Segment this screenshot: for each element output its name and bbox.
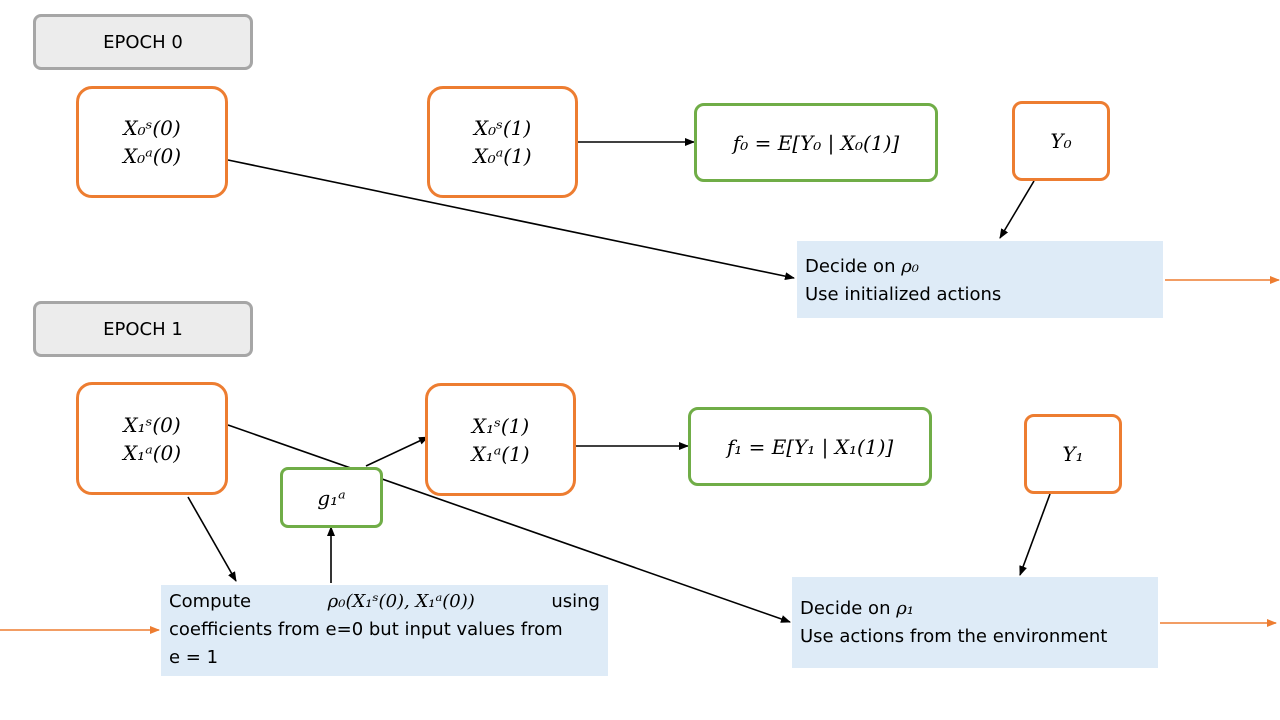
epoch1-f-box: f₁ = E[Y₁ | X₁(1)] — [688, 407, 932, 486]
epoch1-decide-line1: Decide on ρ₁ — [800, 595, 1150, 623]
compute-formula: ρ₀(X₁ˢ(0), X₁ᵃ(0)) — [327, 591, 475, 612]
epoch1-f-formula: f₁ = E[Y₁ | X₁(1)] — [726, 434, 894, 459]
epoch1-state-box: X₁ˢ(0) X₁ᵃ(0) — [76, 382, 228, 495]
epoch1-next-state-box: X₁ˢ(1) X₁ᵃ(1) — [425, 383, 576, 496]
arrow-x1-state-to-compute — [187, 496, 237, 582]
epoch0-state-box: X₀ˢ(0) X₀ᵃ(0) — [76, 86, 228, 198]
epoch1-compute-line2: coefficients from e=0 but input values f… — [169, 619, 563, 640]
compute-using-word: using — [551, 591, 600, 612]
compute-word: Compute — [169, 591, 252, 612]
arrow-x0-state-to-decide0 — [227, 159, 795, 281]
epoch1-y-label: Y₁ — [1062, 442, 1084, 466]
epoch1-y-box: Y₁ — [1024, 414, 1122, 494]
epoch1-decide-box: Decide on ρ₁ Use actions from the enviro… — [792, 577, 1158, 668]
epoch0-decide-rho: ρ₀ — [901, 256, 920, 277]
epoch0-y-box: Y₀ — [1012, 101, 1110, 181]
epoch-1-label: EPOCH 1 — [33, 301, 253, 357]
epoch0-y-label: Y₀ — [1050, 129, 1072, 153]
arrow-g1-to-x1-next — [365, 436, 429, 467]
epoch1-decide-rho: ρ₁ — [896, 598, 915, 619]
epoch-0-label: EPOCH 0 — [33, 14, 253, 70]
epoch1-compute-line3: e = 1 — [169, 647, 219, 668]
epoch1-decide-text: Decide on — [800, 598, 891, 619]
arrow-y0-to-decide0 — [999, 180, 1035, 239]
epoch0-next-line2: X₀ᵃ(1) — [473, 144, 532, 168]
epoch0-decide-text: Decide on — [805, 256, 896, 277]
epoch1-g-label: g₁ᵃ — [317, 485, 346, 510]
epoch0-decide-line2: Use initialized actions — [805, 284, 1002, 305]
epoch0-state-line2: X₀ᵃ(0) — [122, 144, 182, 168]
epoch1-next-line1: X₁ˢ(1) — [471, 413, 530, 438]
epoch0-f-formula: f₀ = E[Y₀ | X₀(1)] — [732, 130, 900, 155]
epoch-0-label-text: EPOCH 0 — [103, 31, 183, 53]
epoch1-state-line2: X₁ᵃ(0) — [122, 440, 182, 465]
arrow-x1-state-to-decide1 — [227, 424, 791, 623]
arrow-y1-to-decide1 — [1019, 493, 1051, 576]
epoch1-g-box: g₁ᵃ — [280, 467, 383, 528]
epoch1-next-line2: X₁ᵃ(1) — [471, 441, 530, 466]
epoch1-compute-box: Compute ρ₀(X₁ˢ(0), X₁ᵃ(0)) using coeffic… — [161, 585, 608, 676]
epoch0-decide-box: Decide on ρ₀ Use initialized actions — [797, 241, 1163, 318]
epoch0-next-state-box: X₀ˢ(1) X₀ᵃ(1) — [427, 86, 578, 198]
epoch1-decide-line2: Use actions from the environment — [800, 626, 1108, 647]
epoch0-decide-line1: Decide on ρ₀ — [805, 253, 1155, 281]
epoch0-next-line1: X₀ˢ(1) — [473, 116, 532, 140]
epoch0-f-box: f₀ = E[Y₀ | X₀(1)] — [694, 103, 938, 182]
epoch-1-label-text: EPOCH 1 — [103, 318, 183, 340]
epoch1-state-line1: X₁ˢ(0) — [123, 412, 181, 437]
epoch0-state-line1: X₀ˢ(0) — [123, 116, 181, 140]
epoch1-compute-line1: Compute ρ₀(X₁ˢ(0), X₁ᵃ(0)) using — [169, 588, 600, 616]
